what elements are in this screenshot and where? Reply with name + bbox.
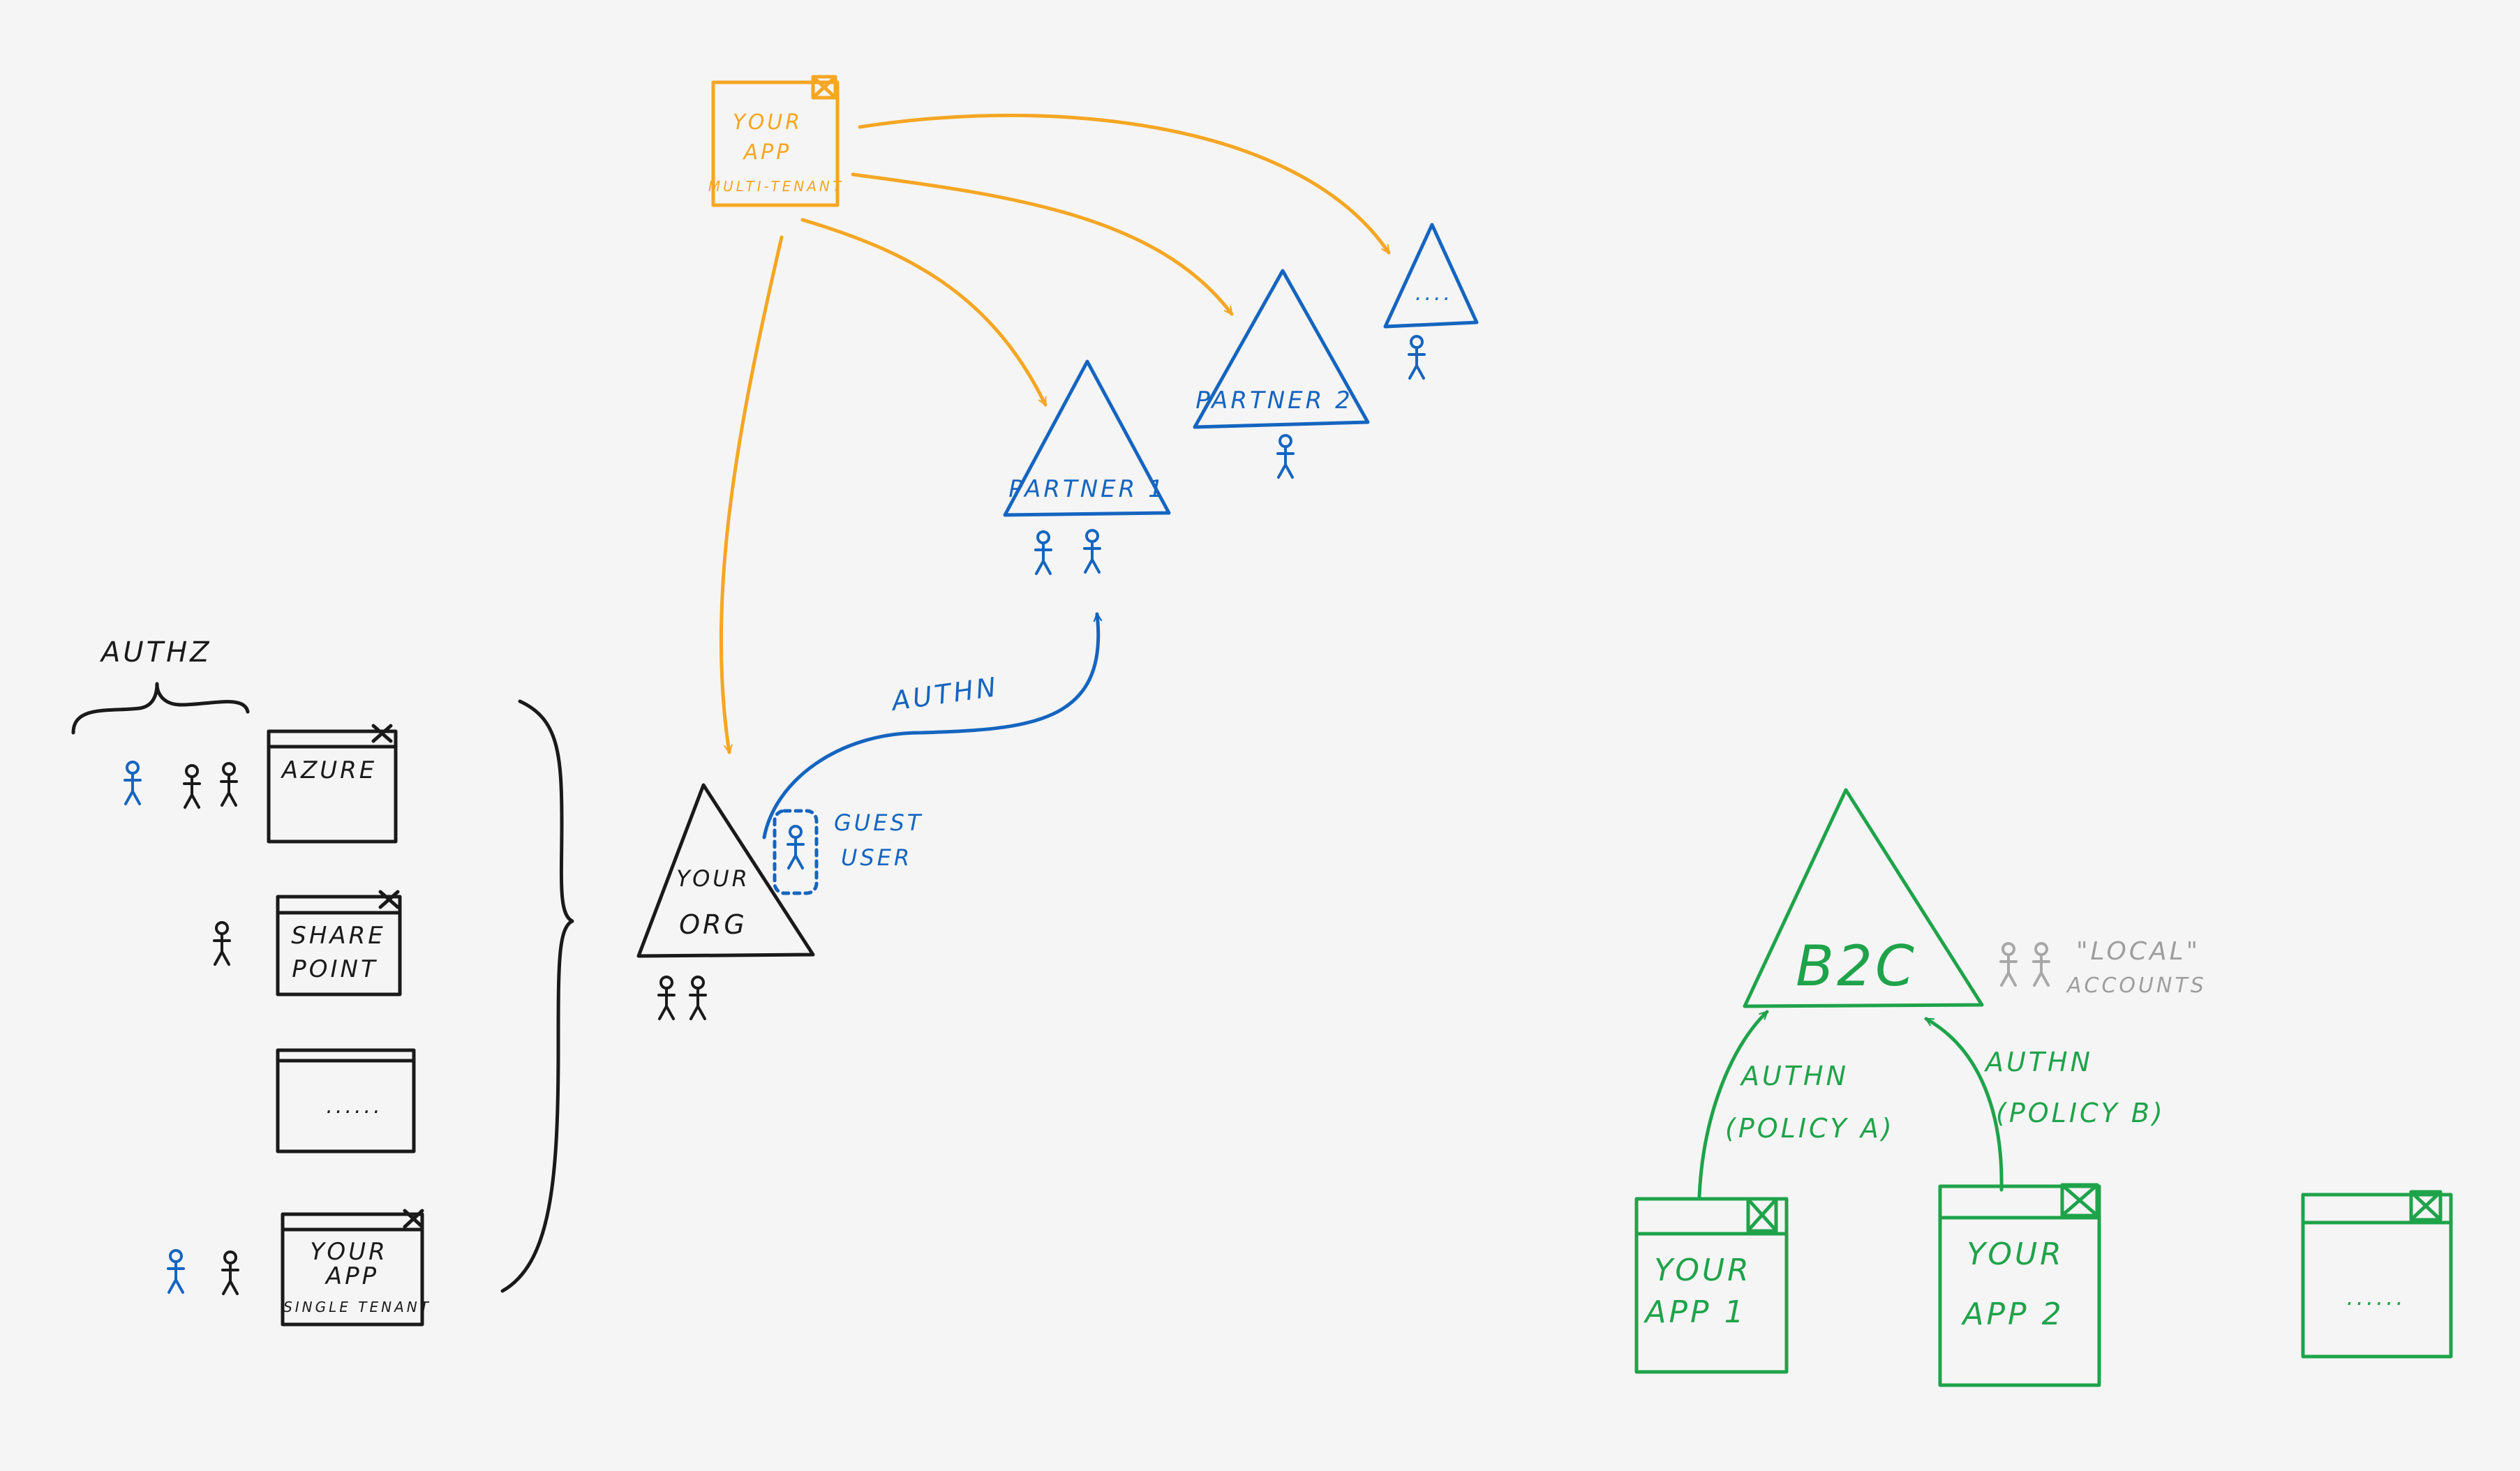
local-account-user-icon (2032, 942, 2050, 987)
partner1-label: PARTNER 1 (1008, 475, 1165, 503)
local-accounts-line1: "LOCAL" (2076, 937, 2200, 966)
sharepoint-app-window: SHARE POINT (213, 890, 402, 996)
guest-user-label-line1: GUEST (834, 809, 923, 836)
authn-policy-b-arrow (1926, 1017, 2004, 1192)
multi-tenant-app-line1: YOUR (733, 110, 803, 135)
single-tenant-app-window: YOUR APP SINGLE TENANT (167, 1209, 431, 1327)
sharepoint-user-icon (213, 921, 231, 966)
arrow-to-other-tenant (858, 113, 1391, 253)
guest-user-icon (786, 825, 805, 869)
authn-policy-b-line2: (POLICY B) (1996, 1098, 2165, 1128)
other-app-label: ...... (326, 1094, 382, 1119)
arrow-to-partner2 (851, 172, 1234, 316)
arrow-to-partner1 (800, 218, 1047, 405)
single-tenant-user-icon (221, 1250, 239, 1295)
arrow-to-your-org (719, 235, 784, 752)
sharepoint-label-line2: POINT (292, 955, 378, 983)
authz-brace (71, 682, 250, 735)
partner1-user-icon (1034, 530, 1052, 575)
b2c-app3-window: ...... (2301, 1190, 2453, 1359)
single-tenant-app-line2: APP (325, 1262, 379, 1290)
multi-tenant-app-window: YOUR APP MULTI-TENANT (708, 75, 844, 207)
sharepoint-label-line1: SHARE (291, 922, 386, 950)
guest-user: GUEST USER (773, 809, 923, 895)
partner1-tenant: PARTNER 1 (1003, 359, 1171, 575)
authn-policy-b-line1: AUTHN (1983, 1047, 2093, 1077)
azure-app-window: AZURE (124, 724, 398, 844)
single-tenant-app-line3: SINGLE TENANT (283, 1299, 431, 1315)
your-org-label-line2: ORG (679, 909, 747, 940)
your-org-label-line1: YOUR (676, 865, 750, 892)
partner1-user-icon (1083, 529, 1101, 574)
authz-label: AUTHZ (99, 636, 212, 669)
azure-user-icon (183, 764, 201, 809)
b2c-app2-line1: YOUR (1967, 1237, 2064, 1272)
other-tenant: .... (1383, 223, 1479, 380)
your-org-tenant: YOUR ORG (636, 783, 815, 1020)
authn-label: AUTHN (888, 671, 1001, 717)
partner2-label: PARTNER 2 (1195, 387, 1352, 415)
other-tenant-user-icon (1408, 335, 1426, 380)
other-tenant-label: .... (1415, 281, 1453, 306)
b2c-app1-window: YOUR APP 1 (1634, 1197, 1789, 1374)
azure-user-icon (124, 761, 142, 805)
b2c-app2-line2: APP 2 (1960, 1297, 2064, 1332)
single-tenant-app-line1: YOUR (310, 1238, 387, 1266)
partner2-user-icon (1276, 434, 1295, 479)
b2c-app2-window: YOUR APP 2 (1938, 1183, 2101, 1387)
other-app-window: ...... (276, 1048, 416, 1153)
your-org-user-icon (657, 976, 676, 1020)
b2c-app1-line1: YOUR (1654, 1253, 1752, 1288)
authn-policy-a-arrow (1697, 1010, 1769, 1199)
azure-label: AZURE (281, 756, 378, 784)
local-account-user-icon (1999, 942, 2018, 987)
partner2-tenant: PARTNER 2 (1193, 269, 1370, 479)
b2c-tenant: B2C "LOCAL" ACCOUNTS (1743, 788, 2207, 1008)
authn-arrow-to-partner1 (762, 614, 1098, 839)
single-tenant-user-icon (167, 1249, 185, 1294)
b2c-app1-line2: APP 1 (1643, 1294, 1746, 1330)
local-accounts-line2: ACCOUNTS (2066, 973, 2207, 998)
b2c-label: B2C (1796, 934, 1917, 999)
azure-user-icon (220, 762, 238, 807)
guest-user-label-line2: USER (841, 844, 912, 871)
your-org-user-icon (689, 976, 707, 1020)
authn-policy-a-line2: (POLICY A) (1725, 1113, 1895, 1144)
apps-group-brace (500, 699, 574, 1293)
multi-tenant-app-line3: MULTI-TENANT (708, 178, 844, 195)
multi-tenant-app-line2: APP (743, 140, 792, 165)
b2c-app3-label: ...... (2346, 1284, 2406, 1311)
authn-policy-a-line1: AUTHN (1739, 1061, 1849, 1091)
